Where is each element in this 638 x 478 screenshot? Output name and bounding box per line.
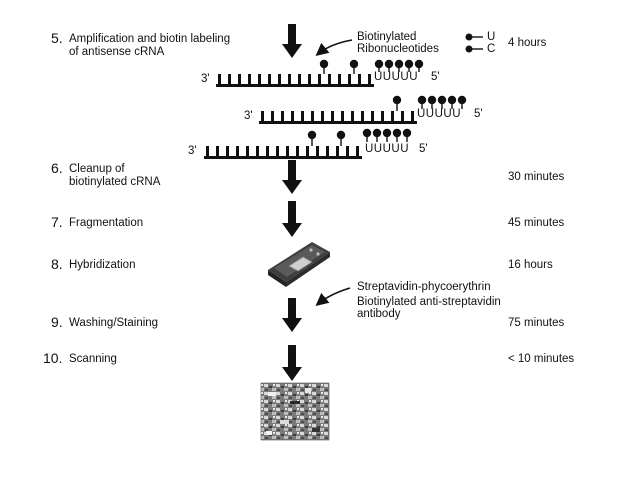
step-8-label: Hybridization (69, 259, 136, 271)
step-5-number: 5. (51, 30, 63, 46)
step-5-time: 4 hours (508, 37, 547, 49)
antibody-label-line2: antibody (357, 308, 401, 320)
biotinylated-label-line1: Biotinylated (357, 31, 417, 43)
legend-u-icon (465, 33, 483, 41)
legend-c-label: C (487, 43, 496, 55)
cRNA-strand-1 (216, 59, 424, 87)
scanned-array-image (260, 382, 330, 441)
step-10-number: 10. (43, 350, 63, 366)
flow-arrow-1 (282, 24, 302, 58)
strand-2-left-end: 3' (244, 110, 253, 122)
biotinylated-label-line2: Ribonucleotides (357, 43, 439, 55)
step-6-number: 6. (51, 160, 63, 176)
strand-3-left-end: 3' (188, 145, 197, 157)
streptavidin-label: Streptavidin-phycoerythrin (357, 281, 491, 293)
step-9-label: Washing/Staining (69, 317, 159, 329)
legend-c-icon (465, 45, 483, 53)
cRNA-strand-3 (204, 128, 412, 159)
flow-arrow-3 (282, 201, 302, 237)
step-6-label-line1: Cleanup of (69, 163, 125, 175)
step-6-label-line2: biotinylated cRNA (69, 176, 161, 188)
step-9-number: 9. (51, 314, 63, 330)
cRNA-strand-2 (259, 95, 467, 124)
strand-1-tail: UUUUU (374, 71, 419, 83)
strand-1-left-end: 3' (201, 73, 210, 85)
genechip-cartridge (268, 242, 330, 287)
step-7-number: 7. (51, 214, 63, 230)
strand-2-right-end: 5' (474, 108, 483, 120)
antibody-label-line1: Biotinylated anti-streptavidin (357, 296, 501, 308)
flow-arrow-5 (282, 345, 302, 381)
step-5-label-line2: of antisense cRNA (69, 46, 165, 58)
step-10-label: Scanning (69, 353, 117, 365)
step-10-time: < 10 minutes (508, 353, 575, 365)
flow-arrow-2 (282, 160, 302, 194)
step-7-label: Fragmentation (69, 217, 144, 229)
strand-3-right-end: 5' (419, 143, 428, 155)
strand-3-tail: UUUUU (365, 143, 410, 155)
callout-arrow-biotin (315, 39, 353, 57)
step-8-time: 16 hours (508, 259, 553, 271)
legend-u-label: U (487, 31, 496, 43)
strand-2-tail: UUUUU (417, 108, 462, 120)
step-7-time: 45 minutes (508, 217, 565, 229)
strand-1-right-end: 5' (431, 71, 440, 83)
step-8-number: 8. (51, 256, 63, 272)
step-5-label-line1: Amplification and biotin labeling (69, 33, 231, 45)
step-9-time: 75 minutes (508, 317, 565, 329)
callout-arrow-streptavidin (315, 287, 351, 307)
flow-arrow-4 (282, 298, 302, 332)
step-6-time: 30 minutes (508, 171, 565, 183)
